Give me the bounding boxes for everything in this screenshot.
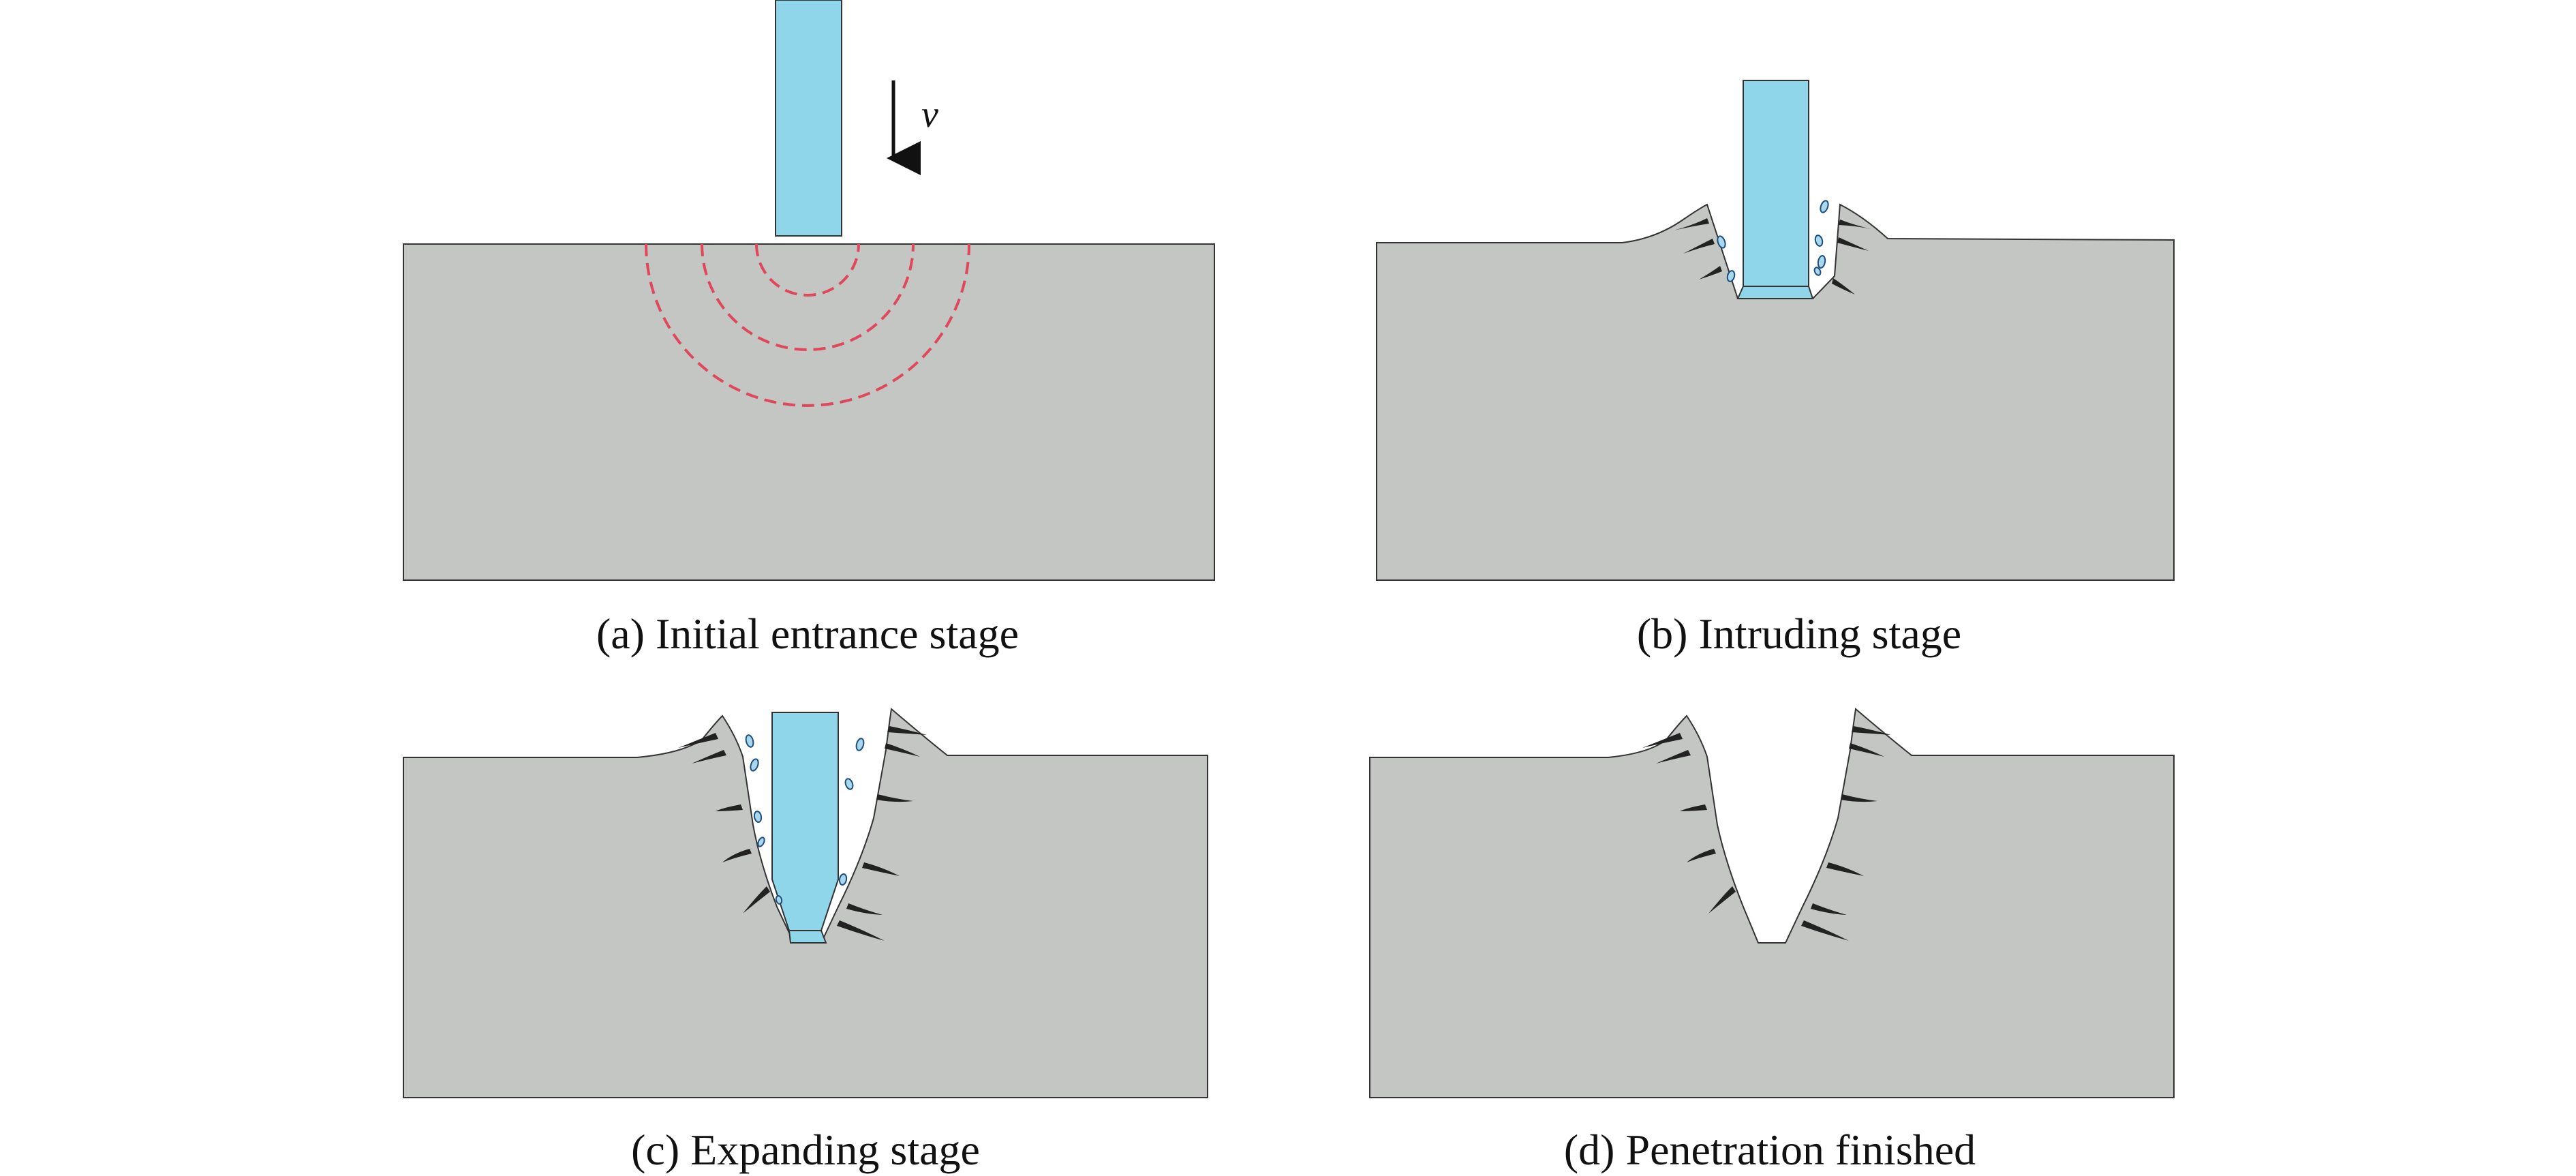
caption-a: (a) Initial entrance stage	[596, 609, 1019, 658]
cracks-b	[1674, 218, 1871, 295]
stress-wave-inner	[755, 243, 860, 297]
panel-a	[403, 0, 1215, 581]
debris-fragment	[855, 738, 865, 751]
debris-fragment	[1814, 235, 1824, 247]
caption-b: (b) Intruding stage	[1636, 609, 1962, 658]
debris-fragment	[1717, 235, 1726, 249]
crack	[716, 804, 743, 811]
crack	[1826, 862, 1864, 876]
debris-fragment	[750, 758, 759, 772]
panel-d	[1369, 708, 2175, 1098]
debris-fragment	[745, 734, 754, 748]
crack	[1680, 804, 1707, 811]
projectile-b	[1743, 80, 1809, 295]
target-block-c	[403, 708, 1208, 1098]
crack	[1801, 920, 1849, 941]
crack	[692, 750, 726, 764]
crack	[1708, 886, 1736, 914]
crack	[876, 794, 913, 802]
debris-b	[1717, 200, 1829, 282]
crack	[678, 733, 718, 748]
crack	[1852, 726, 1891, 735]
crack	[743, 886, 770, 914]
panel-c	[403, 708, 1208, 1098]
crack	[846, 903, 883, 915]
crack	[1674, 218, 1709, 230]
crack	[1656, 750, 1691, 764]
target-block-b	[1376, 203, 2175, 581]
crack	[1811, 903, 1847, 915]
debris-fragment	[775, 895, 783, 905]
crack	[837, 920, 885, 941]
velocity-label: v	[921, 93, 938, 136]
debris-fragment	[753, 811, 763, 823]
debris-c	[745, 734, 865, 905]
debris-fragment	[844, 778, 854, 790]
crack	[887, 726, 927, 735]
debris-fragment	[1813, 267, 1822, 276]
debris-fragment	[757, 836, 765, 847]
debris-fragment	[1820, 200, 1829, 213]
caption-d: (d) Penetration finished	[1563, 1126, 1976, 1174]
projectile-c	[771, 712, 839, 931]
crack	[862, 862, 900, 876]
projectile-c-tip	[788, 930, 827, 944]
crack	[1832, 278, 1855, 295]
crack	[1849, 743, 1884, 757]
crack	[885, 743, 920, 757]
cracks-c	[678, 726, 927, 941]
crack	[1687, 849, 1716, 862]
crack	[1642, 733, 1683, 748]
projectile-b-tip	[1736, 286, 1814, 299]
crack	[1683, 239, 1715, 254]
cracks-d	[1642, 726, 1891, 941]
crack	[1699, 266, 1722, 280]
debris-fragment	[1817, 255, 1826, 269]
crack	[1837, 237, 1869, 251]
target-block-a	[403, 243, 1215, 581]
target-block-d	[1369, 708, 2175, 1098]
projectile-a	[775, 0, 842, 237]
crack	[722, 849, 752, 862]
debris-fragment	[1726, 270, 1736, 282]
stress-waves	[645, 243, 970, 407]
panel-b	[1376, 80, 2175, 581]
crack	[1839, 220, 1871, 229]
stress-wave-outer	[645, 243, 970, 407]
caption-c: (c) Expanding stage	[631, 1126, 980, 1174]
crack	[1841, 794, 1877, 802]
debris-fragment	[838, 873, 848, 886]
